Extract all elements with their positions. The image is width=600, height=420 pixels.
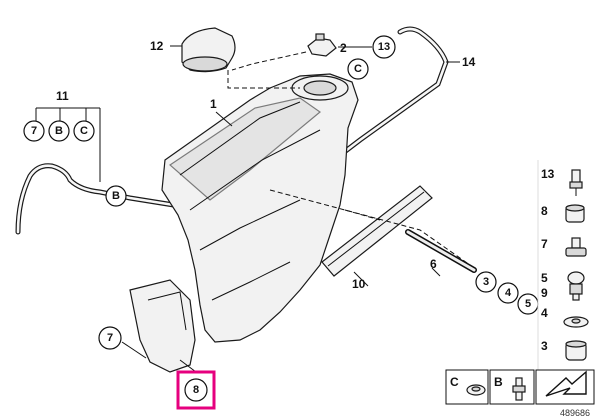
callout-11-b-circle: B [48,120,70,142]
arrow-icon [535,369,595,405]
callout-c-circle: C [347,58,369,80]
svg-text:C: C [80,125,88,137]
fuel-tank [129,73,359,373]
side-item-13: 13 [541,167,555,181]
side-part-8-icon [565,204,585,223]
callout-7-circle: 7 [98,326,122,350]
callout-8-highlighted[interactable]: 8 [176,370,216,410]
legend-label-b: B [494,375,503,389]
callout-b-circle: B [105,185,127,207]
svg-text:C: C [354,63,362,75]
side-part-7-icon [565,237,587,257]
callout-11: 11 [56,89,69,103]
side-part-4-icon [563,316,589,328]
legend-box-b: B [489,369,535,405]
side-item-5: 5 [541,271,548,285]
rod-6 [405,229,477,273]
svg-text:5: 5 [525,298,531,310]
svg-text:B: B [112,190,120,202]
callout-2: 2 [340,41,347,55]
callout-1: 1 [210,97,217,111]
side-panel: 13 8 7 5 9 4 3 [537,160,589,372]
svg-text:13: 13 [378,41,390,53]
hose-b [15,163,233,235]
legend-box-c: C [445,369,489,405]
side-item-8: 8 [541,204,548,218]
side-item-3: 3 [541,339,548,353]
side-item-4: 4 [541,306,548,320]
side-part-13-icon [569,169,583,196]
callout-4-circle: 4 [497,282,519,304]
callout-11-c-circle: C [73,120,95,142]
svg-text:3: 3 [483,276,489,288]
side-item-9: 9 [541,286,548,300]
legend-label-c: C [450,375,459,389]
callout-6: 6 [430,257,437,271]
svg-text:B: B [55,125,63,137]
callout-11-7-circle: 7 [23,120,45,142]
callout-13-circle: 13 [372,35,396,59]
side-item-7: 7 [541,237,548,251]
side-part-3-icon [565,340,587,361]
leader-lines [35,45,460,373]
reference-number: 489686 [560,408,590,418]
valve-2 [307,33,337,57]
svg-text:4: 4 [505,287,512,299]
svg-text:7: 7 [31,125,37,137]
callout-3-circle: 3 [475,271,497,293]
callout-10: 10 [352,277,366,291]
assembly-lines [227,51,471,266]
side-part-5-9-icon [567,271,585,301]
svg-text:7: 7 [107,332,113,344]
callout-14: 14 [462,55,476,69]
hose-14 [227,26,449,221]
callout-5-circle: 5 [517,293,539,315]
tank-strap-10 [321,185,433,277]
cap-12 [181,27,236,73]
callout-12: 12 [150,39,164,53]
svg-text:8: 8 [193,384,199,396]
